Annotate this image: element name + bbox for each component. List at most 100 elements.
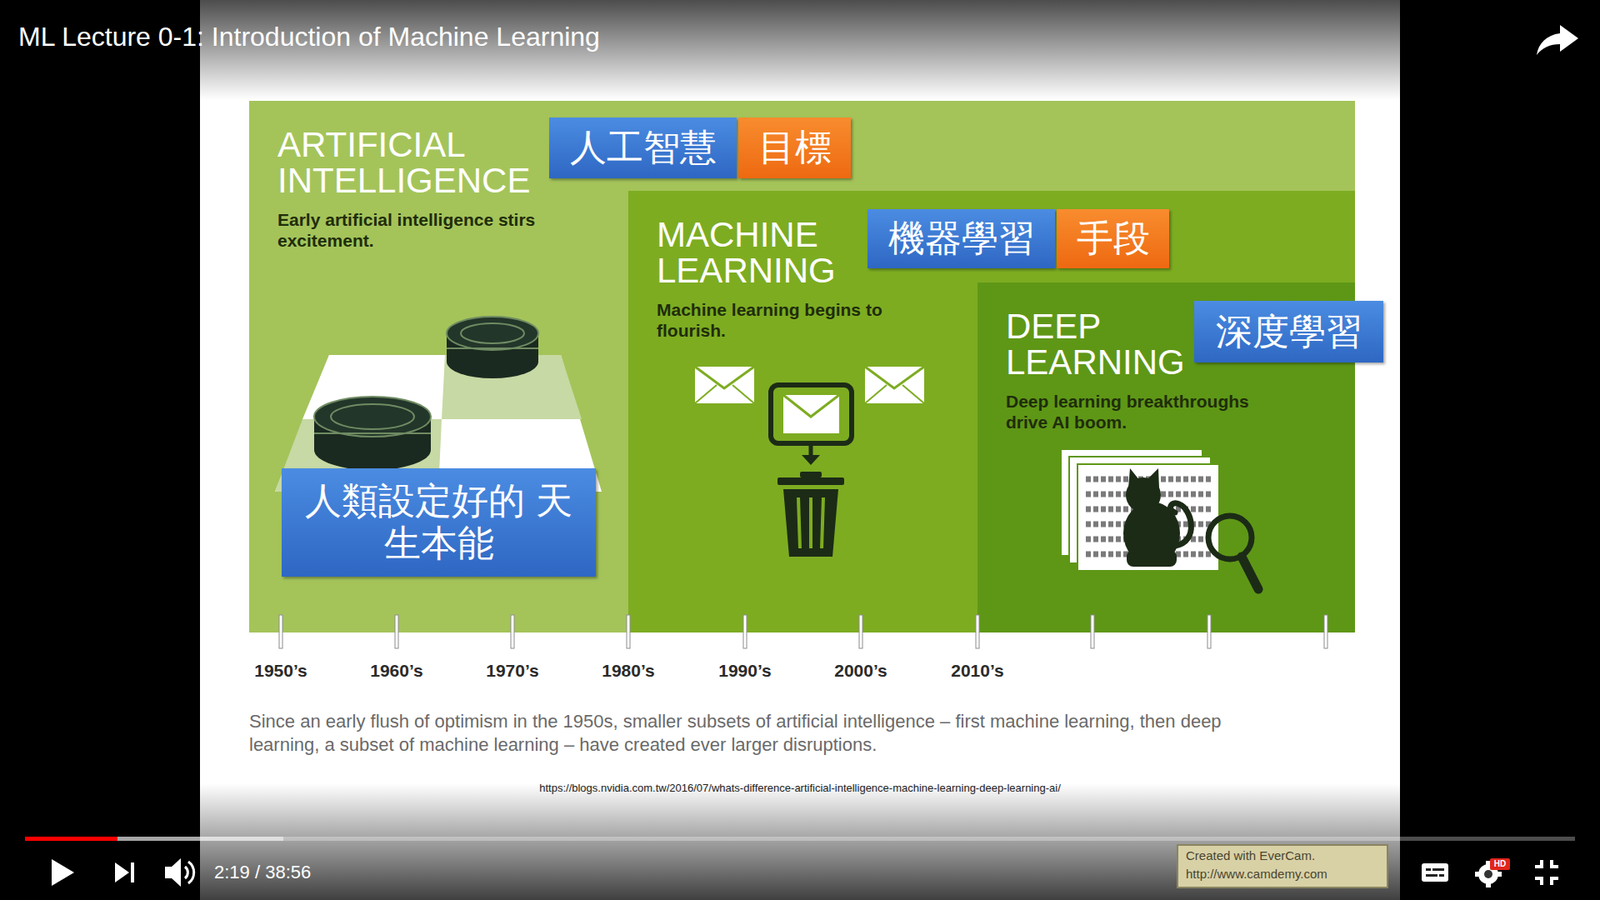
illustration-part [695, 366, 755, 404]
illustration-part [865, 366, 925, 404]
illustration-part [1551, 860, 1559, 867]
bottom-shade [0, 783, 1600, 900]
next-icon [130, 862, 135, 883]
checker-piece [446, 316, 539, 379]
time-display: 2:19 / 38:56 [214, 861, 381, 884]
watermark-box [1177, 845, 1388, 888]
illustration-part [798, 497, 800, 549]
source-url-holder: https://blogs.nvidia.com.tw/2016/07/what… [383, 781, 1217, 795]
illustration-part [777, 477, 845, 485]
illustration-part [314, 432, 431, 435]
illustration-part [1128, 468, 1140, 489]
illustration-part [1551, 878, 1559, 885]
label-tag: 手段 [1056, 209, 1170, 269]
tag-text: 深度學習 [1215, 310, 1363, 354]
timeline-year-holder: 1980’s [578, 660, 679, 682]
checkerboard-icon [275, 316, 602, 492]
illustration-part [314, 396, 431, 437]
illustration-part [1536, 25, 1579, 55]
volume-icon [185, 866, 188, 879]
timeline-year: 2010’s [927, 660, 1028, 682]
magnifier-icon [1208, 515, 1259, 590]
illustration-part [743, 615, 747, 649]
region-heading: ARTIFICIAL INTELLIGENCE [277, 127, 553, 200]
progress-bar [25, 836, 1575, 841]
illustration-part [1324, 615, 1328, 649]
trash-bin-icon [777, 471, 845, 557]
illustration-part [1484, 870, 1493, 879]
volume-icon [165, 858, 181, 887]
region-description: Deep learning breakthroughs drive AI boo… [1005, 390, 1290, 433]
illustration-part [1077, 464, 1220, 571]
illustration-part [1207, 615, 1211, 649]
ml-panel [628, 190, 1355, 633]
slide-caption: Since an early flush of optimism in the … [249, 710, 1283, 757]
video-title-holder: ML Lecture 0-1: Introduction of Machine … [18, 20, 600, 53]
timeline-year: 1980’s [578, 660, 679, 682]
illustration-part [865, 385, 887, 404]
illustration-part [732, 385, 755, 404]
timeline-year-holder: 1990’s [695, 660, 795, 682]
illustration-part [1535, 860, 1542, 867]
data-sheets-icon [1060, 449, 1220, 571]
ai-panel [249, 100, 1355, 633]
envelope-icon [695, 366, 755, 404]
illustration-part [801, 455, 820, 465]
filter-monitor-icon [770, 385, 852, 465]
illustration-part [1439, 874, 1445, 877]
label-tag: 深度學習 [1194, 300, 1384, 363]
label-tag: 人工智慧 [549, 117, 737, 179]
illustration-part [446, 316, 539, 350]
region-heading: DEEP LEARNING [1005, 309, 1206, 381]
illustration-part [1241, 556, 1259, 590]
label-tag: 機器學習 [867, 209, 1055, 269]
illustration-part [695, 385, 717, 404]
illustration-part [1170, 503, 1192, 546]
ai-region: ARTIFICIAL INTELLIGENCE Early artificial … [249, 100, 1355, 633]
dl-region: DEEP LEARNING Deep learning breakthroughs… [977, 282, 1355, 633]
envelope-icon [865, 366, 925, 404]
tag-text: 目標 [758, 126, 832, 170]
watermark-text-holder: Created with EverCam. [1185, 847, 1382, 865]
illustration-part [975, 615, 980, 649]
timeline-year: 1990’s [695, 660, 795, 682]
illustration-part [1535, 878, 1542, 885]
tag-text: 手段 [1076, 217, 1150, 260]
illustration-part [809, 497, 813, 549]
illustration-part [25, 836, 118, 841]
timeline-year-holder: 1970’s [462, 660, 563, 682]
time-display-holder: 2:19 / 38:56 [214, 861, 381, 884]
watermark-text: Created with EverCam. [1185, 847, 1382, 865]
illustration-part [330, 404, 415, 430]
watermark-url-holder: http://www.camdemy.com [1185, 865, 1382, 883]
illustration-part [783, 395, 840, 434]
hd-badge-text-holder: HD [1490, 858, 1510, 870]
watermark-url: http://www.camdemy.com [1185, 865, 1382, 883]
illustration-part [821, 497, 824, 549]
illustration-part [1208, 515, 1252, 560]
timeline-year-holder: 2010’s [927, 660, 1028, 682]
illustration-part [902, 385, 925, 404]
label-tag: 目標 [738, 117, 851, 179]
illustration-part [510, 615, 515, 649]
timeline-year: 1950’s [230, 660, 331, 682]
tag-text: 人類設定好的 天生本能 [293, 480, 585, 565]
timeline-year: 1970’s [462, 660, 563, 682]
illustration-part [865, 366, 925, 389]
volume-icon [188, 861, 195, 884]
illustration-part [626, 615, 630, 649]
ml-region: MACHINE LEARNINGMachine learning begins … [628, 190, 1355, 633]
illustration-part [1090, 615, 1095, 649]
region-heading: MACHINE LEARNING [656, 217, 857, 290]
region-description: Early artificial intelligence stirs exci… [277, 209, 570, 251]
cat-silhouette [1123, 468, 1191, 567]
illustration-part [1146, 468, 1160, 489]
illustration-part [800, 471, 822, 478]
top-shade [0, 0, 1600, 100]
timeline-year: 2000’s [810, 660, 911, 682]
checker-piece [314, 396, 431, 470]
hd-badge-text: HD [1490, 858, 1510, 870]
illustration-part [1425, 868, 1431, 871]
slide-caption-holder: Since an early flush of optimism in the … [249, 710, 1283, 757]
